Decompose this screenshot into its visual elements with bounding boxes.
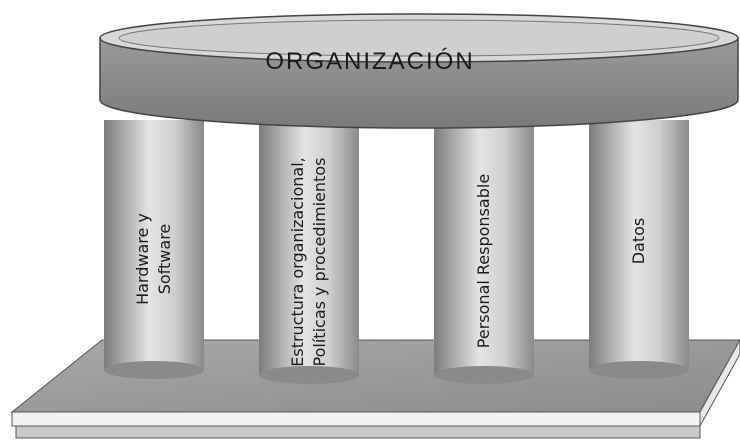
pillar-label-1-line-1: Hardware y [133,213,152,305]
pillar-label-4: Datos [619,171,659,311]
pillar-3 [434,120,534,384]
pillar-label-4-line-1: Datos [629,217,648,265]
pillar-label-2: Estructura organizacional, Políticas y p… [279,137,339,387]
pillar-label-2-line-2: Políticas y procedimientos [310,157,329,367]
pillar-1 [104,120,204,379]
diagram-title: ORGANIZACIÓN [265,48,475,75]
pillar-2 [259,120,359,384]
pillar-label-3-line-1: Personal Responsable [474,173,493,349]
pillar-4 [589,120,689,379]
pillar-label-1-line-2: Software [155,223,174,295]
roof-disk [99,13,739,129]
pillar-label-1: Hardware y Software [124,144,184,374]
pillar-label-3: Personal Responsable [464,151,504,371]
pillar-label-2-line-1: Estructura organizacional, [288,157,307,367]
